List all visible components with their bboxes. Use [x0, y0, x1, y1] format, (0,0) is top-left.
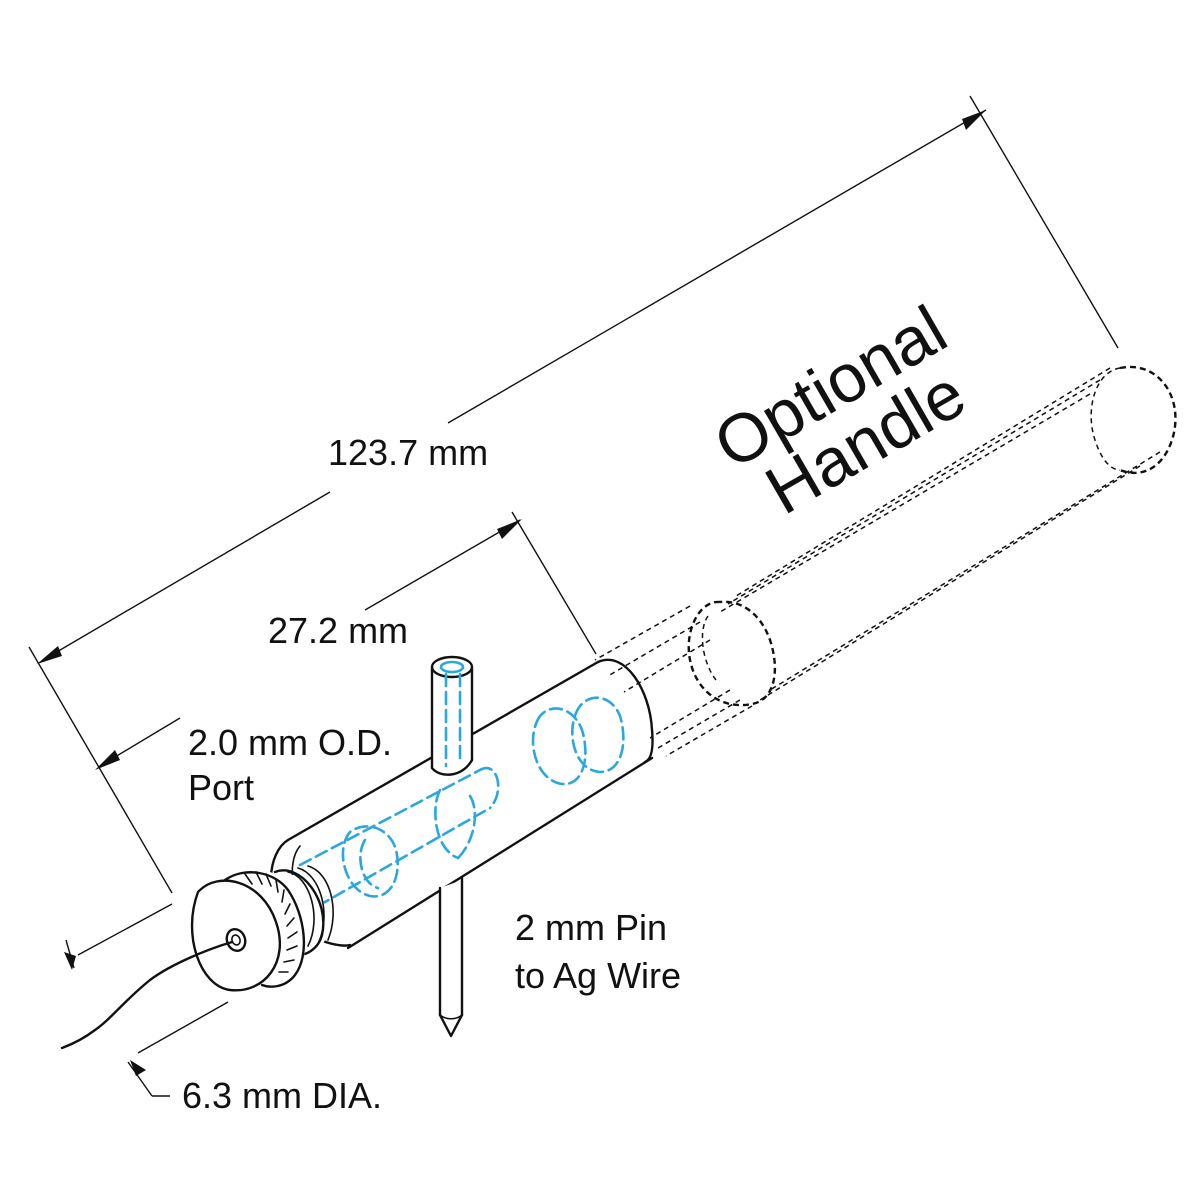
arrow-123-right: [962, 110, 986, 130]
pin: [438, 876, 464, 1038]
diameter-label: 6.3 mm DIA.: [182, 1075, 382, 1116]
arrow-123-left: [37, 646, 62, 664]
pin-label-line1: 2 mm Pin: [515, 907, 667, 948]
diameter-dimension: [64, 903, 229, 1097]
ag-wire: [60, 940, 234, 1050]
port-label-line2: Port: [188, 767, 254, 808]
body-length-label: 27.2 mm: [268, 610, 408, 651]
knurl-lines: [244, 871, 298, 973]
body-length-dimension: [95, 511, 597, 770]
overall-length-label: 123.7 mm: [328, 432, 488, 473]
optional-handle: [594, 365, 1177, 757]
arrow-dia-bottom: [130, 1060, 146, 1076]
arrow-27-left: [95, 750, 120, 770]
knurled-cap: [189, 871, 306, 992]
port-tube: [430, 655, 474, 776]
arrow-dia-top: [64, 952, 76, 970]
port-label-line1: 2.0 mm O.D.: [188, 722, 392, 763]
arrow-27-right: [497, 519, 522, 539]
pin-label-line2: to Ag Wire: [515, 955, 681, 996]
overall-length-dimension: [28, 95, 1119, 894]
handle-label: Optional Handle: [702, 291, 978, 529]
